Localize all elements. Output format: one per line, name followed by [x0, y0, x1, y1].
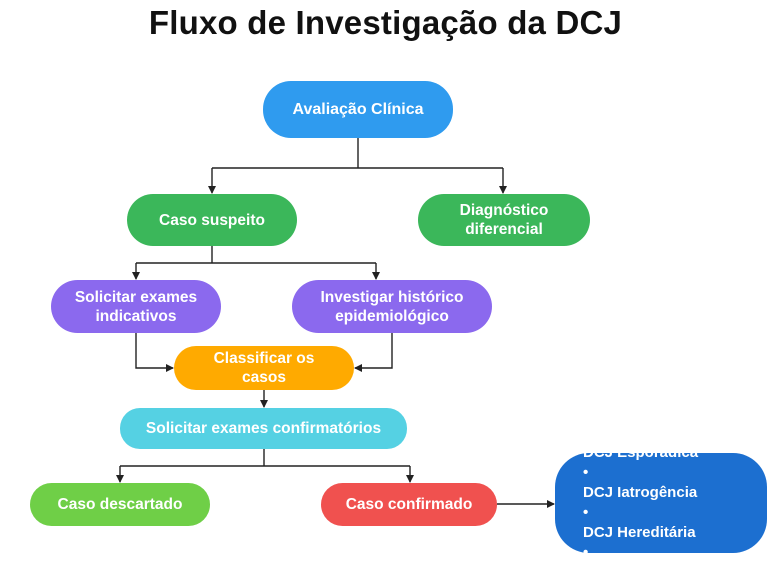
- tipos-list-item: • DCJ Esporádica: [583, 423, 698, 463]
- tipos-list-item: • DCJ Iatrogência: [583, 463, 698, 503]
- bullet-icon: •: [583, 424, 589, 441]
- node-caso-suspeito: Caso suspeito: [127, 194, 297, 246]
- node-caso-suspeito-label: Caso suspeito: [159, 211, 265, 229]
- node-solicitar-indicativos-line-2: indicativos: [95, 307, 177, 325]
- connector-lines: [116, 138, 555, 508]
- node-confirmatorios-label: Solicitar exames confirmatórios: [145, 420, 382, 437]
- node-investigar-historico: Investigar histórico epidemiológico: [292, 280, 492, 333]
- node-avaliacao-clinica: Avaliação Clínica: [263, 81, 453, 138]
- node-investigar-line-2: epidemiológico: [335, 307, 449, 325]
- node-solicitar-indicativos-line-1: Solicitar exames: [74, 288, 198, 306]
- node-caso-confirmado: Caso confirmado: [321, 483, 497, 526]
- node-classificar-casos: Classificar os casos: [174, 346, 354, 390]
- node-avaliacao-label: Avaliação Clínica: [292, 101, 424, 118]
- node-diagnostico-line-2: diferencial: [465, 221, 543, 238]
- node-classificar-line-2: casos: [242, 369, 286, 386]
- node-caso-descartado-label: Caso descartado: [57, 496, 183, 513]
- node-caso-descartado: Caso descartado: [30, 483, 210, 526]
- connector-investigar-to-classificar: [354, 333, 393, 372]
- node-classificar-line-1: Classificar os: [213, 350, 315, 367]
- diagram-title: Fluxo de Investigação da DCJ: [148, 4, 623, 41]
- node-diagnostico-diferencial: Diagnóstico diferencial: [418, 194, 590, 246]
- tipo-label: DCJ Hereditária: [583, 524, 696, 541]
- node-caso-confirmado-label: Caso confirmado: [345, 496, 473, 513]
- node-investigar-line-1: Investigar histórico: [320, 288, 464, 306]
- node-solicitar-exames-indicativos: Solicitar exames indicativos: [51, 280, 221, 333]
- node-diagnostico-line-1: Diagnóstico: [459, 202, 549, 219]
- tipos-list-item: • vDCJ: [583, 543, 698, 583]
- tipo-label: DCJ Esporádica: [583, 444, 699, 461]
- tipos-list-item: • DCJ Hereditária: [583, 503, 698, 543]
- tipo-label: DCJ Iatrogência: [583, 484, 698, 501]
- tipos-list: • DCJ Esporádica • DCJ Iatrogência • DCJ He…: [583, 423, 698, 583]
- bullet-icon: •: [583, 464, 589, 481]
- node-tipos-dcj: • DCJ Esporádica • DCJ Iatrogência • DCJ He…: [555, 424, 767, 581]
- bullet-icon: •: [583, 504, 589, 521]
- tipo-label: vDCJ: [583, 564, 622, 581]
- node-solicitar-exames-confirmatorios: Solicitar exames confirmatórios: [120, 408, 407, 449]
- connector-solicitar-to-classificar: [135, 333, 174, 372]
- bullet-icon: •: [583, 544, 589, 561]
